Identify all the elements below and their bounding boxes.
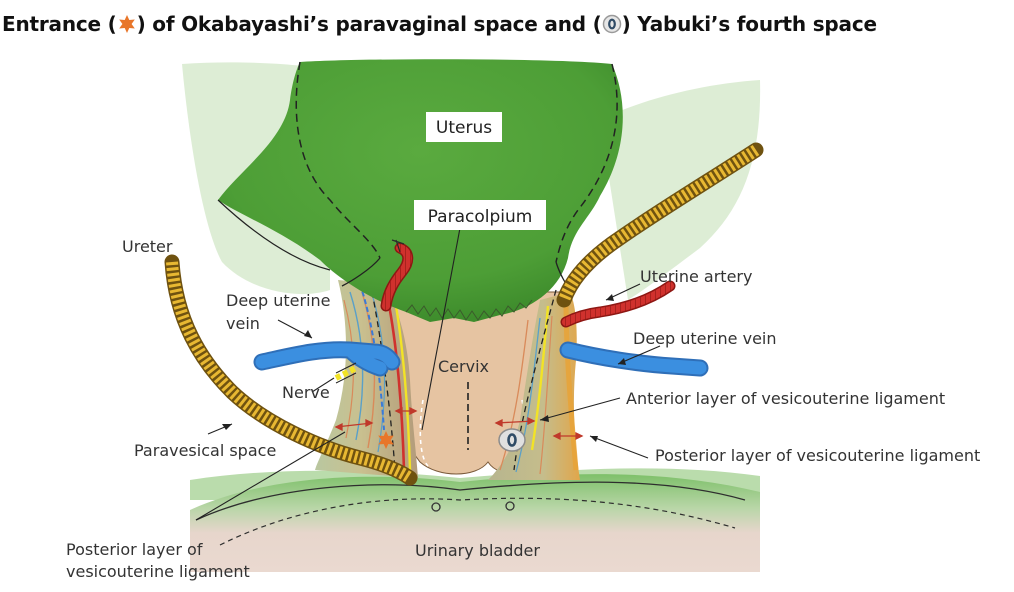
paracolpium-label: Paracolpium — [428, 207, 533, 227]
layer-arrows — [334, 406, 584, 441]
ureteral-orifice-left — [431, 502, 441, 512]
deep-uterine-vein-left-label-1: Deep uterine — [226, 291, 331, 310]
title-part-1: Entrance ( — [2, 12, 117, 36]
paravesical-space-label: Paravesical space — [134, 441, 276, 460]
orange-star-icon — [117, 14, 137, 39]
urinary-bladder-label: Urinary bladder — [415, 541, 540, 560]
posterior-layer-right-label: Posterior layer of vesicouterine ligamen… — [655, 446, 980, 465]
leader-arrowheads — [222, 294, 626, 442]
ring-o-icon — [498, 428, 526, 452]
leader-lines — [195, 227, 661, 521]
uterine-artery-label: Uterine artery — [640, 267, 752, 286]
anterior-layer-right-label: Anterior layer of vesicouterine ligament — [626, 389, 945, 408]
posterior-layer-left-label-2: vesicouterine ligament — [66, 562, 250, 581]
title-part-2: ) of Okabayashi’s paravaginal space and … — [136, 12, 602, 36]
urinary-bladder-region — [190, 474, 760, 572]
ureteral-orifice-right — [505, 501, 515, 511]
orange-star-icon — [378, 431, 394, 449]
ring-o-icon — [602, 14, 622, 39]
figure-title: Entrance ( ) of Okabayashi’s paravaginal … — [2, 12, 877, 39]
title-part-3: ) Yabuki’s fourth space — [621, 12, 877, 36]
paracolpium-label-box — [414, 200, 546, 230]
posterior-layer-left-label-1: Posterior layer of — [66, 540, 203, 559]
deep-uterine-vein-right-label: Deep uterine vein — [633, 329, 777, 348]
uterus-label: Uterus — [436, 118, 492, 138]
ureter-label: Ureter — [122, 237, 173, 256]
uterus-label-box — [426, 112, 502, 142]
cervix-label: Cervix — [438, 357, 489, 376]
nerve-label: Nerve — [282, 383, 330, 402]
nerve-fiber — [334, 365, 358, 381]
deep-uterine-vein-left-label-2: vein — [226, 314, 260, 333]
